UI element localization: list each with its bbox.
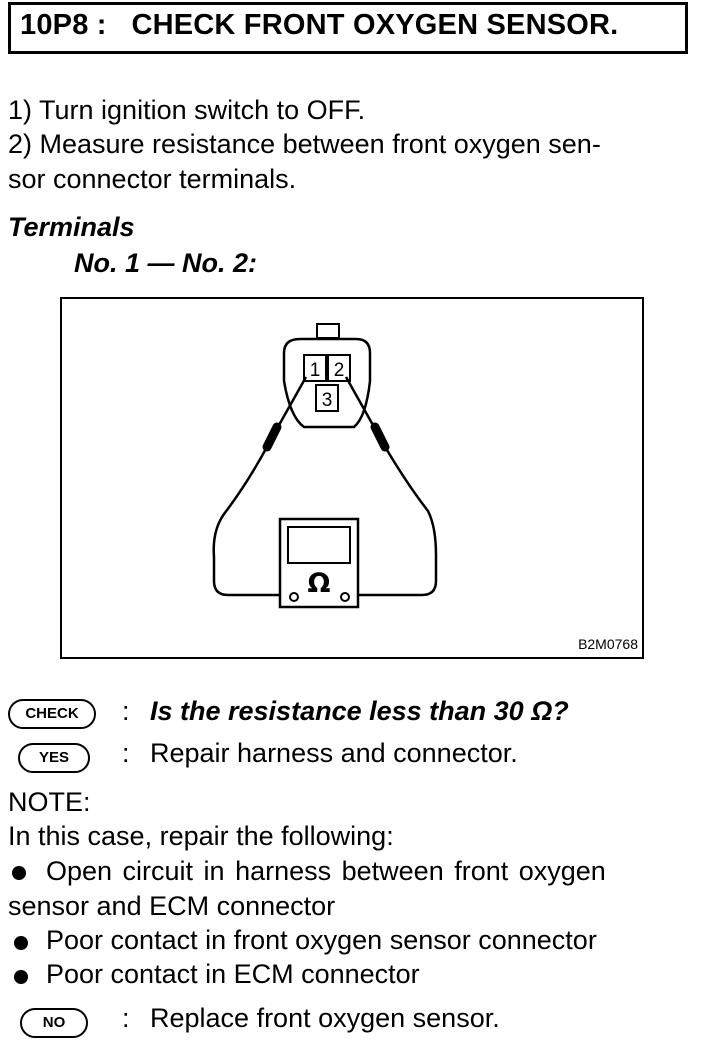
meter-terminal-left	[289, 592, 299, 602]
title-box	[8, 2, 688, 54]
pin-1-box	[303, 354, 327, 382]
terminals-pair: No. 1 — No. 2:	[74, 248, 258, 278]
step-code: 10P8 :	[20, 9, 107, 41]
step-title: CHECK FRONT OXYGEN SENSOR.	[131, 9, 619, 41]
step-2-continued: sor connector terminals.	[8, 164, 297, 194]
lead-right	[348, 444, 438, 597]
lead-left	[212, 444, 290, 597]
pin-1-label: 1	[310, 360, 321, 381]
terminals-heading: Terminals	[8, 212, 135, 242]
note-item-3: Poor contact in ECM connector	[46, 959, 420, 989]
pin-3-box	[315, 384, 339, 412]
connector-diagram: 1 2 3 Ω B2M0768	[60, 297, 644, 659]
probe-right-handle	[370, 422, 390, 452]
pin-2-label: 2	[334, 360, 345, 381]
diagram-svg: 1 2 3 Ω B2M0768	[212, 323, 638, 652]
pin-3-label: 3	[322, 390, 333, 411]
check-colon: :	[122, 696, 130, 726]
pin-2-box	[327, 354, 351, 382]
figure-ref-code: B2M0768	[578, 636, 638, 652]
bullet-2	[14, 936, 28, 950]
step-2: 2) Measure resistance between front oxyg…	[8, 129, 601, 159]
note-item-1-line-2: sensor and ECM connector	[8, 891, 336, 921]
connector-latch	[316, 323, 340, 339]
no-badge: NO	[20, 1008, 88, 1038]
meter-terminal-right	[340, 592, 350, 602]
probe-left-handle	[262, 422, 282, 452]
note-intro: In this case, repair the following:	[8, 821, 394, 851]
bullet-3	[14, 970, 28, 984]
bullet-1	[12, 866, 26, 880]
note-heading: NOTE:	[8, 787, 91, 817]
page-title: 10P8 : CHECK FRONT OXYGEN SENSOR.	[20, 9, 618, 42]
note-item-2: Poor contact in front oxygen sensor conn…	[46, 925, 597, 955]
connector-housing	[282, 337, 372, 429]
no-colon: :	[122, 1003, 130, 1033]
note-item-1-line-1: Open circuit in harness between front ox…	[46, 856, 606, 886]
check-badge: CHECK	[8, 699, 96, 729]
no-action: Replace front oxygen sensor.	[150, 1003, 500, 1033]
yes-action: Repair harness and connector.	[150, 738, 518, 768]
ohm-symbol: Ω	[308, 568, 331, 599]
step-1: 1) Turn ignition switch to OFF.	[8, 95, 366, 125]
check-question: Is the resistance less than 30 Ω?	[150, 696, 569, 726]
ohmmeter-display	[287, 526, 351, 564]
yes-badge: YES	[18, 743, 90, 773]
yes-colon: :	[122, 738, 130, 768]
